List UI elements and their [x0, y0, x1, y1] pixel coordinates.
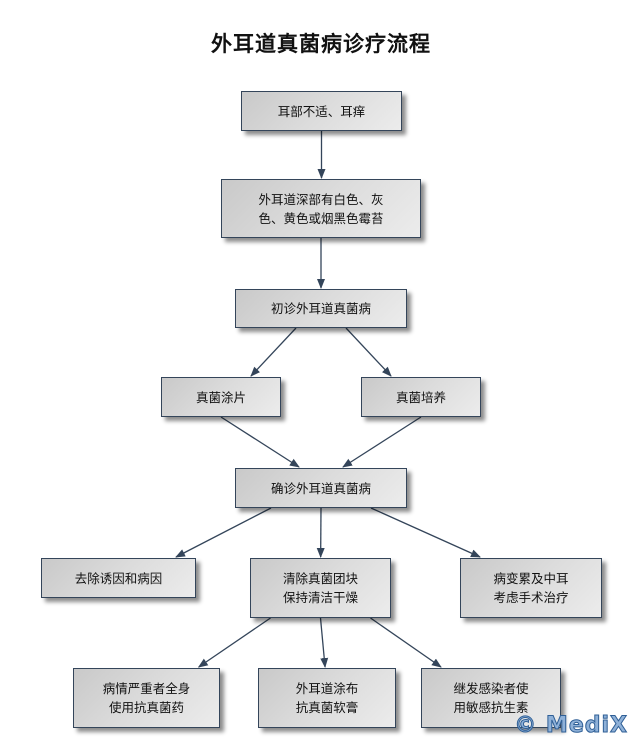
arrow-initial_diagnosis-to-smear — [251, 328, 296, 376]
node-culture-label: 真菌培养 — [396, 388, 446, 407]
node-symptom: 耳部不适、耳痒 — [241, 91, 402, 131]
node-initial-diagnosis: 初诊外耳道真菌病 — [235, 289, 407, 328]
node-surgery-label: 病变累及中耳 考虑手术治疗 — [493, 569, 568, 607]
node-topical-label: 外耳道涂布 抗真菌软膏 — [296, 679, 359, 717]
arrow-clean-to-systemic — [199, 618, 271, 667]
arrow-confirmed_diagnosis-to-surgery — [371, 508, 480, 557]
node-systemic-label: 病情严重者全身 使用抗真菌药 — [103, 679, 191, 717]
node-smear-label: 真菌涂片 — [196, 388, 246, 407]
arrow-clean-to-topical — [321, 618, 326, 667]
node-symptom-label: 耳部不适、耳痒 — [278, 102, 366, 121]
node-smear: 真菌涂片 — [161, 377, 281, 417]
node-remove-cause: 去除诱因和病因 — [41, 558, 196, 598]
node-clean: 清除真菌团块 保持清洁干燥 — [250, 558, 391, 618]
node-finding: 外耳道深部有白色、灰 色、黄色或烟黑色霉苔 — [221, 179, 421, 238]
node-remove-cause-label: 去除诱因和病因 — [75, 569, 163, 588]
arrow-confirmed_diagnosis-to-remove_cause — [176, 508, 271, 557]
node-initial-diagnosis-label: 初诊外耳道真菌病 — [271, 299, 371, 318]
node-surgery: 病变累及中耳 考虑手术治疗 — [460, 558, 602, 618]
arrow-initial_diagnosis-to-culture — [346, 328, 391, 376]
arrow-smear-to-confirmed_diagnosis — [221, 417, 299, 467]
node-systemic: 病情严重者全身 使用抗真菌药 — [73, 668, 220, 728]
watermark: © MediX — [514, 713, 628, 738]
node-confirmed-diagnosis: 确诊外耳道真菌病 — [235, 468, 407, 508]
arrow-clean-to-antibiotics — [371, 618, 442, 667]
node-clean-label: 清除真菌团块 保持清洁干燥 — [283, 569, 358, 607]
arrow-culture-to-confirmed_diagnosis — [343, 417, 421, 467]
node-topical: 外耳道涂布 抗真菌软膏 — [258, 668, 396, 728]
node-finding-label: 外耳道深部有白色、灰 色、黄色或烟黑色霉苔 — [258, 190, 383, 228]
node-antibiotics-label: 继发感染者使 用敏感抗生素 — [453, 679, 528, 717]
node-confirmed-diagnosis-label: 确诊外耳道真菌病 — [271, 479, 371, 498]
node-culture: 真菌培养 — [361, 377, 481, 417]
